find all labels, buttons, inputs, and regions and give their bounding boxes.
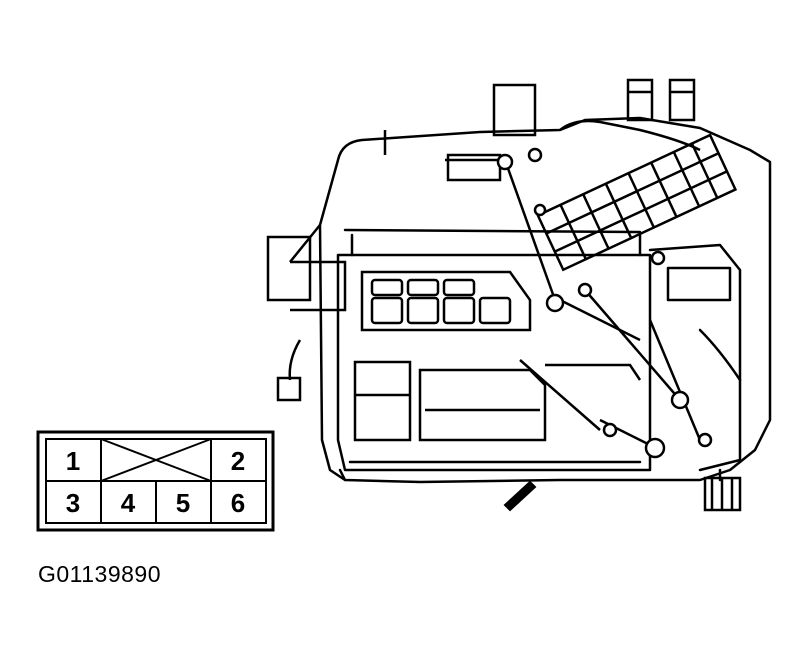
blank-cavity-x-mark: [100, 438, 212, 482]
pin-1-label: 1: [66, 446, 80, 476]
left-actuator: [266, 224, 347, 402]
heater-core: [536, 133, 738, 272]
right-connector: [703, 476, 742, 512]
vent-grille: [360, 270, 532, 332]
pin-3-label: 3: [66, 488, 80, 518]
pin-2-label: 2: [231, 446, 245, 476]
figure-id-label: G01139890: [38, 561, 162, 587]
pin-5-label: 5: [176, 488, 190, 518]
heater-pipes: [492, 78, 701, 152]
connector-pinout: 1 2 3 4 5 6: [36, 430, 275, 532]
bottom-lever: [503, 480, 537, 512]
pin-6-label: 6: [231, 488, 245, 518]
pivot-points: [496, 147, 713, 459]
linkage-rods: [383, 130, 702, 452]
pin-4-label: 4: [121, 488, 136, 518]
blower-unit: [353, 360, 642, 442]
